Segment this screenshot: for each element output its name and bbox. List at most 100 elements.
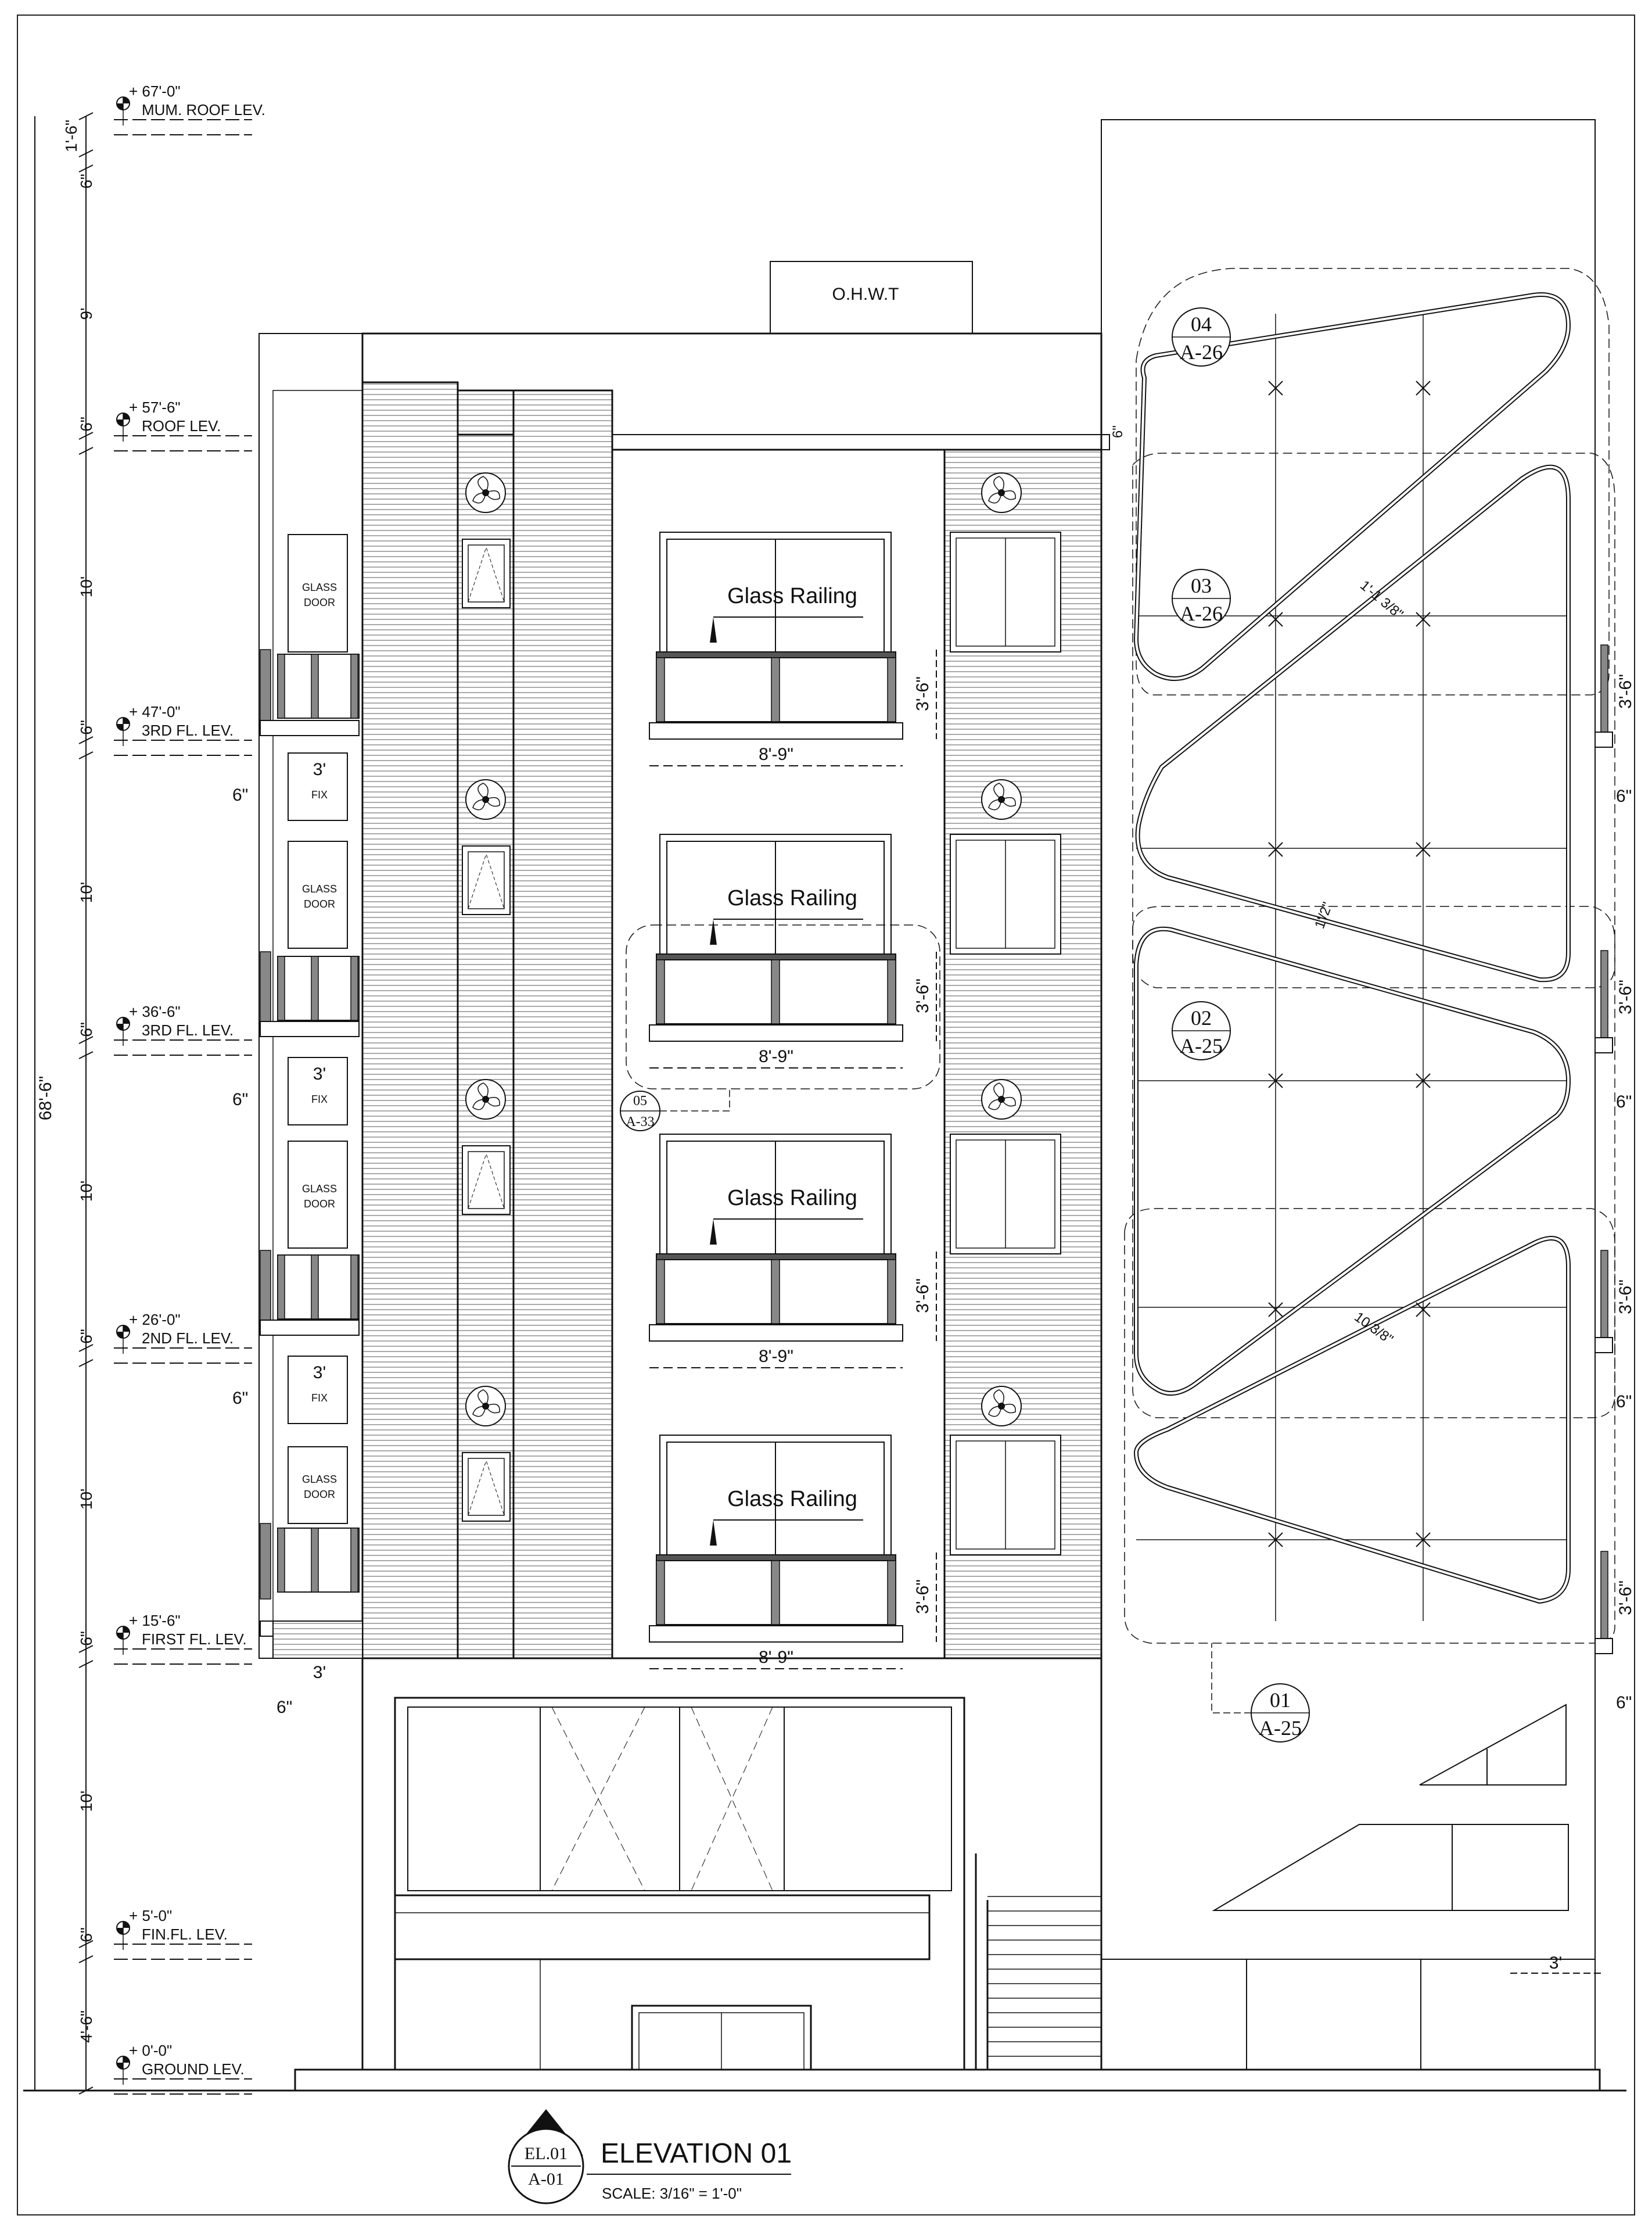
vertical-dimension: 10' — [77, 1791, 95, 1812]
railing-post — [771, 657, 780, 722]
vertical-dimension: 6" — [77, 1631, 95, 1646]
level-elevation: + 15'-6" — [129, 1612, 181, 1629]
glazing-anchor — [1416, 381, 1431, 396]
glass-door-label-1: GLASS — [302, 582, 337, 593]
railing-post — [887, 1560, 896, 1625]
railing-post — [656, 657, 665, 722]
vertical-dimension: 10' — [77, 1489, 95, 1510]
handrail — [656, 953, 896, 960]
right-dimension-labels: 3'-6"6"3'-6"6"3'-6"6"3'-6"6"3' — [1510, 644, 1635, 1974]
fixed-window — [288, 1057, 348, 1125]
vertical-dimension: 6" — [77, 417, 95, 432]
right-railing-post — [1600, 950, 1608, 1038]
detail-01-boundary — [1124, 1208, 1615, 1644]
railing-post — [656, 1259, 665, 1324]
right-height-dim: 3'-6" — [1616, 1580, 1635, 1615]
railing-post — [887, 1259, 896, 1324]
glass-door-label-2: DOOR — [304, 1198, 335, 1210]
glass-door-label-2: DOOR — [304, 597, 335, 608]
level-name: FIN.FL. LEV. — [142, 1926, 228, 1943]
fixed-window — [288, 1356, 348, 1424]
railing-width-dim: 8'-9" — [759, 1648, 793, 1667]
center-facade — [611, 449, 946, 1659]
callout-sheet: A-26 — [1180, 602, 1223, 625]
detail-02-boundary — [1132, 906, 1615, 1418]
right-six-dim: 6" — [1616, 1392, 1632, 1411]
balcony-slab — [649, 1024, 903, 1042]
callout-sheet: A-33 — [626, 1114, 654, 1130]
left-glass-door-column: GLASSDOOR3'FIX6"GLASSDOOR3'FIX6"GLASSDOO… — [232, 534, 363, 1717]
glass-door-label-1: GLASS — [302, 883, 337, 895]
glazing-anchor — [1268, 381, 1283, 396]
railing-post — [887, 657, 896, 722]
balcony-slab — [649, 722, 903, 740]
tank-label: O.H.W.T — [832, 285, 899, 304]
vertical-dimension: 10' — [77, 1181, 95, 1202]
fix-label: FIX — [311, 789, 328, 801]
vertical-dimension: 10' — [77, 882, 95, 904]
glass-door — [288, 1141, 348, 1249]
right-railing-post — [1600, 644, 1608, 733]
callout-sheet: A-26 — [1180, 340, 1223, 364]
callout-sheet: A-25 — [1180, 1034, 1223, 1057]
vertical-dimension: 10' — [77, 576, 95, 598]
callout-number: 02 — [1191, 1006, 1212, 1030]
level-elevation: + 57'-6" — [129, 399, 181, 416]
fix-label: FIX — [311, 1392, 328, 1404]
detail-05-boundary — [626, 924, 940, 1089]
railing-width-dim: 8'-9" — [759, 1047, 793, 1066]
railing-height-dim: 3'-6" — [913, 1579, 932, 1614]
railing-width-dim: 8'-9" — [759, 1347, 793, 1366]
right-railing-post — [1600, 1551, 1608, 1639]
railing-post — [887, 959, 896, 1024]
glass-railing-label: Glass Railing — [727, 886, 857, 910]
title-scale: SCALE: 3/16" = 1'-0" — [602, 2185, 742, 2202]
vertical-dimension: 6" — [77, 1022, 95, 1037]
level-elevation: + 47'-0" — [129, 703, 181, 720]
small-window — [462, 539, 511, 608]
handrail — [656, 1554, 896, 1561]
callout-sheet: A-25 — [1259, 1716, 1302, 1740]
balcony-slab — [649, 1625, 903, 1643]
glass-railing-label: Glass Railing — [727, 584, 857, 608]
glass-door-label-2: DOOR — [304, 1489, 335, 1500]
glass-railing-label: Glass Railing — [727, 1186, 857, 1210]
vertical-dimension-labels: 1'-6"6"9'6"10'6"10'6"10'6"10'6"10'6"4'-6… — [62, 112, 95, 2095]
vertical-dimension: 1'-6" — [62, 120, 80, 152]
glazing-anchor — [1416, 842, 1431, 857]
vertical-dimension: 6" — [77, 720, 95, 735]
glazing-anchor — [1268, 1302, 1283, 1317]
glazing-anchor — [1416, 1302, 1431, 1317]
roof-edge-dim: 6" — [1110, 425, 1126, 438]
small-window — [462, 1452, 511, 1522]
level-markers: + 67'-0"MUM. ROOF LEV.+ 57'-6"ROOF LEV.+… — [114, 83, 265, 2095]
entry-stairs — [987, 1896, 1101, 2057]
right-six-dim: 6" — [1616, 787, 1632, 806]
reveal-dim: 6" — [232, 1090, 248, 1109]
railing-post — [771, 1259, 780, 1324]
title-block: EL.01 A-01 ELEVATION 01 SCALE: 3/16" = 1… — [508, 2109, 792, 2204]
level-name: FIRST FL. LEV. — [142, 1630, 247, 1648]
level-name: 2ND FL. LEV. — [142, 1329, 234, 1347]
glass-door-label-1: GLASS — [302, 1473, 337, 1485]
glazing-anchor — [1268, 842, 1283, 857]
left-slab — [260, 720, 360, 736]
glazing-anchor — [1416, 1073, 1431, 1088]
fix-width-dim: 3' — [313, 760, 326, 779]
level-elevation: + 26'-0" — [129, 1311, 181, 1328]
level-name: GROUND LEV. — [142, 2060, 245, 2078]
glazing-anchor — [1416, 1532, 1431, 1547]
reveal-dim: 6" — [232, 1389, 248, 1408]
title-name: ELEVATION 01 — [601, 2138, 792, 2169]
vertical-dimension-chain — [34, 116, 87, 2091]
glazing-anchor — [1268, 1073, 1283, 1088]
left-slab — [260, 1320, 360, 1336]
railing-width-dim: 8'-9" — [759, 745, 793, 764]
vertical-dimension: 6" — [77, 1329, 95, 1344]
railing-post — [656, 959, 665, 1024]
glazing-dim: 1'/2" — [1312, 900, 1335, 931]
glazing-panel-frame — [1134, 926, 1571, 1396]
glass-door — [288, 534, 348, 652]
